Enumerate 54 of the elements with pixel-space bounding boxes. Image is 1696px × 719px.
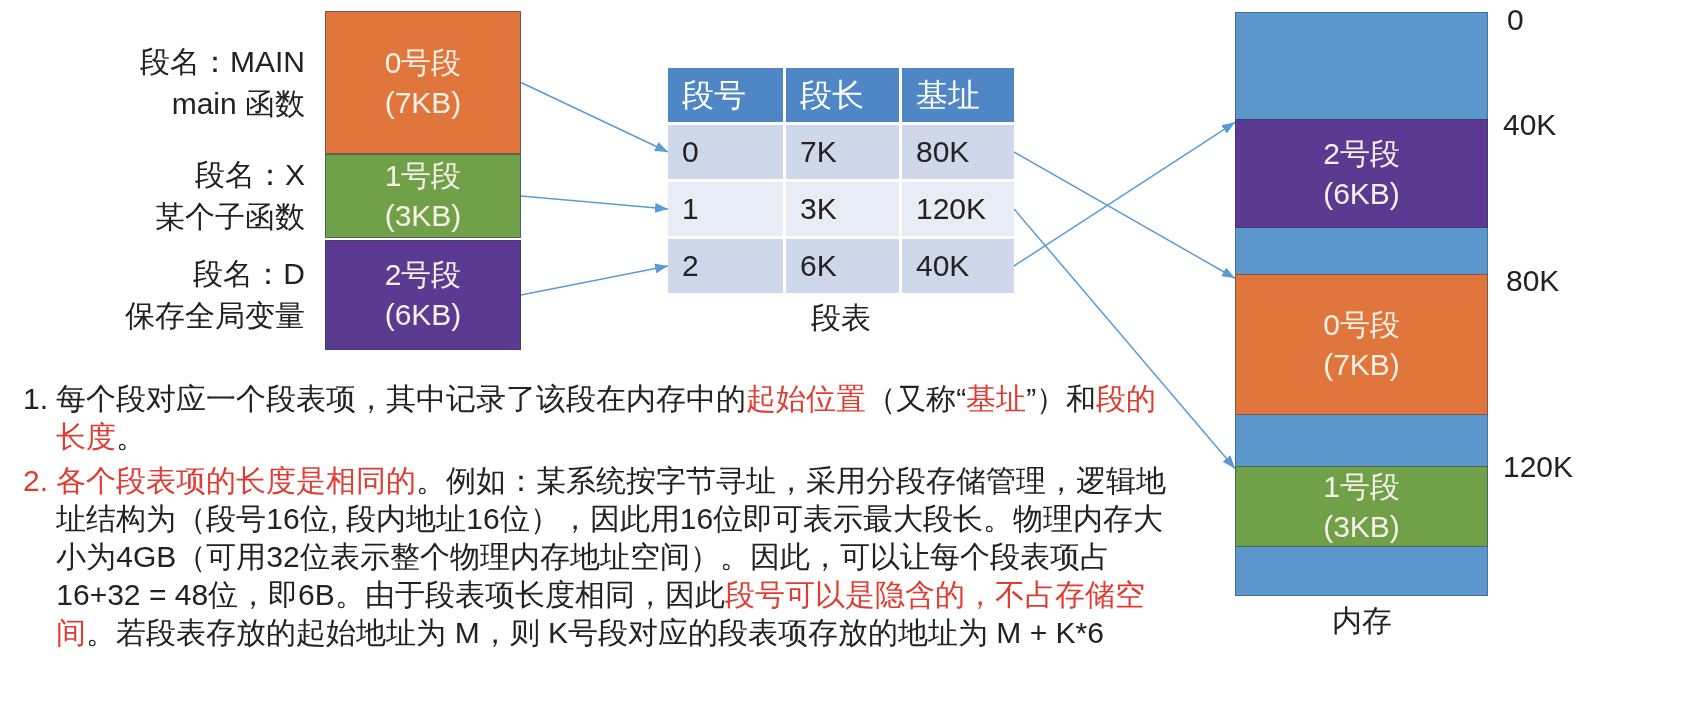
address-label: 0	[1507, 3, 1524, 37]
table-caption: 段表	[811, 300, 871, 336]
column-header: 段长	[783, 68, 899, 122]
segment-title: 1号段	[1323, 468, 1400, 505]
note-paragraph: 1. 每个段对应一个段表项，其中记录了该段在内存中的起始位置（又称“基址”）和段的长度。	[23, 381, 1158, 455]
segment-caption: 保存全局变量	[125, 298, 305, 334]
address-label: 80K	[1506, 264, 1560, 298]
base-address: 80K	[899, 125, 1014, 179]
arrow	[520, 263, 669, 296]
column-header: 段号	[681, 76, 747, 115]
arrow	[520, 81, 669, 153]
segment-caption: 段名：X	[195, 157, 305, 193]
segment-number: 2	[681, 248, 700, 284]
segment-size: (3KB)	[384, 198, 462, 234]
segment-size: (7KB)	[1323, 346, 1400, 383]
segment-number: 1	[681, 191, 700, 227]
memory-caption: 内存	[1331, 603, 1392, 639]
arrow	[1013, 151, 1236, 279]
segment-block	[325, 240, 521, 350]
segment-caption: main 函数	[171, 85, 305, 122]
arrow	[1013, 208, 1236, 470]
segment-length: 7K	[783, 125, 899, 179]
note-paragraph: 2. 各个段表项的长度是相同的。例如：某系统按字节寻址，采用分段存储管理，逻辑地址结构为（段号16位, 段内地址16位），因此用16位即可表示最大段长。物理内存大小为4GB（可用32位表示整个物理内存地址空间）。因此，可以让每个段表项占 16+32 = 48位，即6B。由于段表项长度相同，因此段号可以是隐含的，不占存储空间。若段表存放的起始地址为 M，则 K号段对应的段表项存放的地址为 M + K*6	[23, 463, 1168, 651]
segment-size: (3KB)	[1323, 508, 1400, 545]
segment-title: 0号段	[384, 44, 462, 81]
segment-block	[325, 11, 521, 154]
segment-title: 2号段	[384, 257, 462, 293]
segment-caption: 某个子函数	[155, 199, 305, 235]
table-row	[668, 125, 1014, 179]
column-header: 基址	[899, 68, 1014, 122]
table-header-row	[668, 68, 1014, 122]
segment-size: (7KB)	[384, 84, 462, 121]
base-address: 120K	[899, 182, 1014, 236]
base-address: 40K	[899, 239, 1014, 293]
segment-block	[1235, 274, 1488, 415]
segment-title: 2号段	[1323, 135, 1400, 172]
address-label: 120K	[1503, 450, 1574, 484]
arrow	[1013, 121, 1236, 267]
segment-length: 6K	[783, 239, 899, 293]
table-row	[668, 182, 1014, 236]
address-label: 40K	[1503, 108, 1557, 142]
segment-caption: 段名：D	[193, 256, 305, 292]
segment-block	[1235, 119, 1488, 228]
segment-title: 0号段	[1323, 306, 1400, 343]
segment-size: (6KB)	[1323, 175, 1400, 212]
arrow	[520, 195, 669, 213]
segment-length: 3K	[783, 182, 899, 236]
segment-block	[1235, 466, 1488, 547]
table-row	[668, 239, 1014, 293]
segment-block	[325, 154, 521, 238]
segment-size: (6KB)	[384, 297, 462, 333]
segment-number: 0	[681, 134, 700, 170]
segment-title: 1号段	[384, 158, 462, 194]
segment-caption: 段名：MAIN	[140, 43, 305, 80]
